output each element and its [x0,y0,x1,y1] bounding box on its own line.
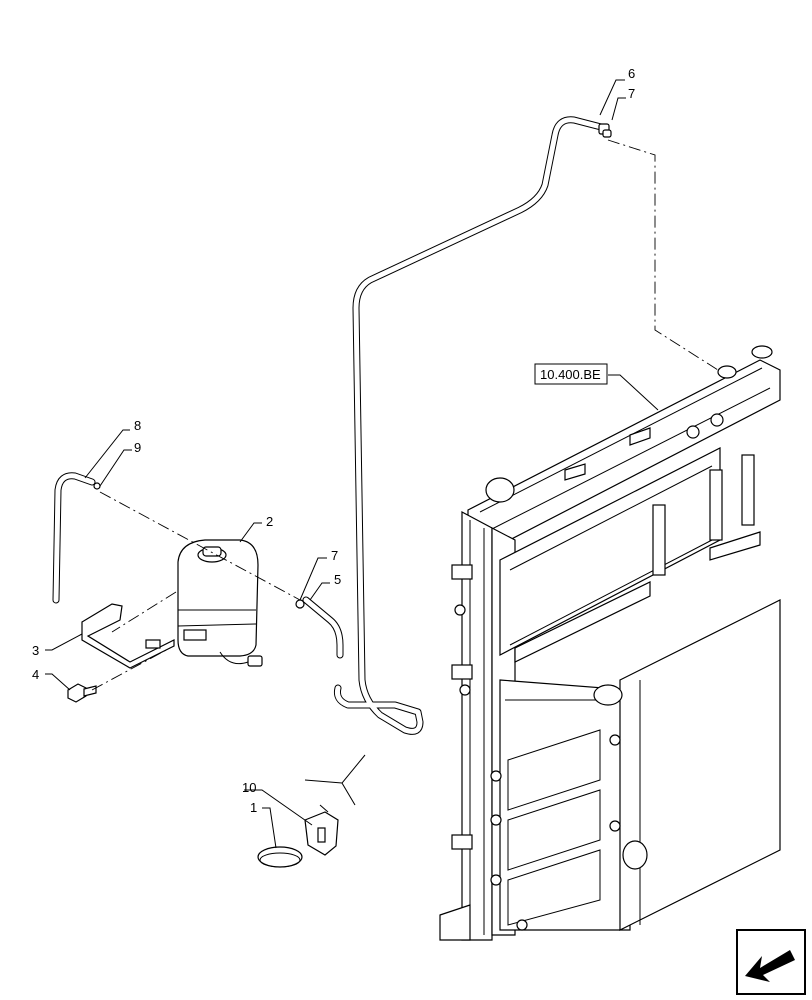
band-clamp [257,846,303,868]
reference-label[interactable]: 10.400.BE [540,367,601,382]
callout-2: 2 [266,514,273,529]
detail-pointer [341,754,366,806]
hose-clamp-top [598,123,612,138]
assembly-centerlines [91,139,719,691]
hose-clamp-lower [295,599,305,609]
arrow-bottom-left-icon[interactable] [736,929,806,995]
hose-5 [302,596,344,659]
hose-bracket [304,804,339,856]
detail-leader-line [304,779,343,784]
callout-6: 6 [628,66,635,81]
radiator-frame-assembly [439,345,781,941]
vent-clamp [93,482,101,490]
callout-3: 3 [32,643,39,658]
callout-9: 9 [134,440,141,455]
callout-1: 1 [250,800,257,815]
reference-link[interactable]: 10.400.BE [534,363,608,385]
callout-5: 5 [334,572,341,587]
hose-assembly [334,116,609,735]
callout-leaders [45,79,659,849]
callout-10: 10 [242,780,256,795]
callout-7-top: 7 [628,86,635,101]
callout-4: 4 [32,667,39,682]
reservoir-bracket [81,603,175,669]
bolt [67,683,97,703]
vent-tube [52,472,96,604]
callout-8: 8 [134,418,141,433]
coolant-reservoir [177,539,263,667]
callout-7-lower: 7 [331,548,338,563]
